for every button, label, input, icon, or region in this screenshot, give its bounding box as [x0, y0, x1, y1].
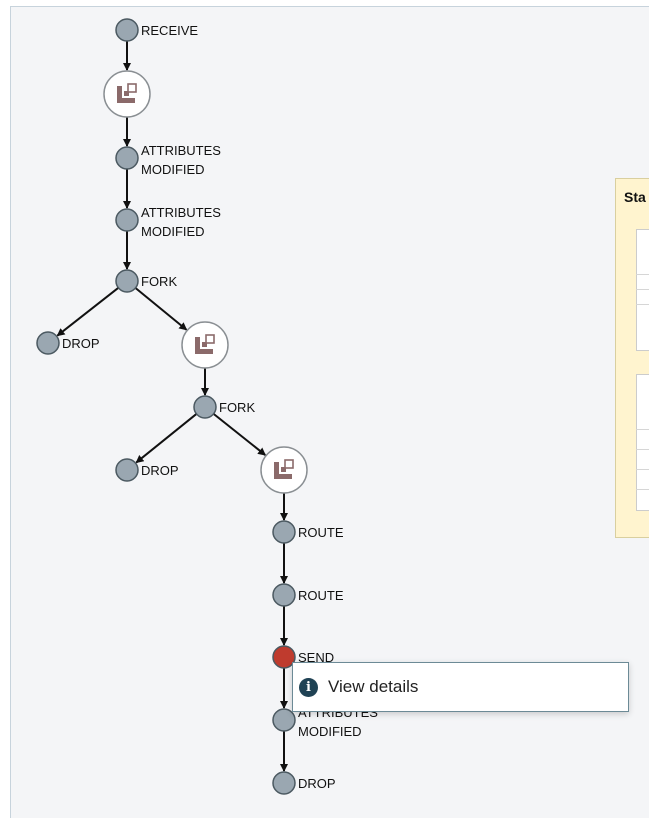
event-node[interactable]: RECEIVE — [115, 18, 198, 42]
processor-node[interactable] — [260, 446, 308, 494]
event-node-label: ROUTE — [298, 525, 344, 540]
event-node[interactable]: DROP — [36, 331, 100, 355]
status-row — [636, 289, 649, 290]
event-node-circle[interactable] — [272, 771, 296, 795]
event-node[interactable]: FORK — [115, 269, 177, 293]
event-node-selected[interactable]: SEND — [272, 645, 334, 669]
event-node-circle[interactable] — [115, 458, 139, 482]
edges-layer — [56, 41, 288, 772]
context-menu: i View details — [292, 662, 629, 712]
status-row — [636, 304, 649, 305]
event-node-circle[interactable] — [115, 269, 139, 293]
event-node[interactable]: DROP — [115, 458, 179, 482]
view-details-menu-item[interactable]: i View details — [293, 677, 418, 697]
processor-icon — [195, 334, 215, 354]
processor-icon — [117, 83, 137, 103]
event-node-circle[interactable] — [36, 331, 60, 355]
info-circle-icon: i — [299, 677, 318, 697]
status-row — [636, 429, 649, 430]
processor-node[interactable] — [103, 70, 151, 118]
event-node-label: FORK — [141, 274, 177, 289]
event-node[interactable]: DROP — [272, 771, 336, 795]
event-node[interactable]: FORK — [193, 395, 255, 419]
event-node-label: FORK — [219, 400, 255, 415]
event-node-circle[interactable] — [115, 18, 139, 42]
status-row — [636, 449, 649, 450]
event-node-label: DROP — [298, 776, 336, 791]
edge-arrow — [134, 287, 188, 331]
processor-node[interactable] — [181, 321, 229, 369]
status-row — [636, 489, 649, 490]
status-panel: Sta — [615, 178, 649, 538]
edge-arrow — [56, 287, 119, 337]
status-row — [636, 274, 649, 275]
status-panel-title: Sta — [624, 189, 646, 205]
event-node-circle[interactable] — [272, 583, 296, 607]
event-node-label: RECEIVE — [141, 23, 198, 38]
event-node-label: SEND — [298, 650, 334, 665]
edge-arrow — [212, 413, 267, 456]
event-node-circle[interactable] — [272, 645, 296, 669]
event-node-circle[interactable] — [193, 395, 217, 419]
event-node-label: DROP — [62, 336, 100, 351]
event-node-label: DROP — [141, 463, 179, 478]
event-node-circle[interactable] — [272, 708, 296, 732]
event-node[interactable]: ROUTE — [272, 583, 344, 607]
status-box-bottom — [636, 374, 649, 511]
event-node-circle[interactable] — [272, 520, 296, 544]
view-details-label: View details — [328, 677, 419, 696]
event-node-circle[interactable] — [115, 208, 139, 232]
status-row — [636, 469, 649, 470]
event-node-label: ROUTE — [298, 588, 344, 603]
edge-arrow — [135, 413, 198, 464]
event-node-circle[interactable] — [115, 146, 139, 170]
status-box-top — [636, 229, 649, 351]
event-node[interactable]: ROUTE — [272, 520, 344, 544]
processor-icon — [274, 459, 294, 479]
